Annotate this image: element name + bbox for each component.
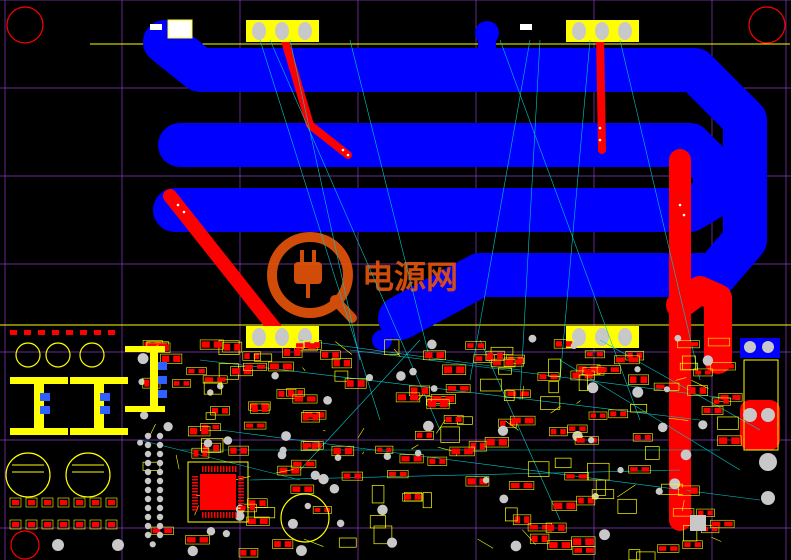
left-power-components: [5, 342, 330, 543]
connectors: [150, 19, 639, 348]
mcu-chip: [187, 461, 249, 523]
mounting-hole-bottom-left: [10, 530, 40, 560]
bottom-copper-extras: [372, 21, 499, 350]
right-connector: [690, 338, 780, 531]
mounting-hole-top-left: [6, 6, 44, 44]
watermark-logo: 电源网 ®: [267, 232, 458, 323]
mounting-hole-top-right: [748, 6, 786, 44]
mounting-holes: [6, 6, 786, 560]
watermark-registered-mark: ®: [342, 306, 352, 317]
watermark-text: 电源网: [362, 258, 458, 296]
